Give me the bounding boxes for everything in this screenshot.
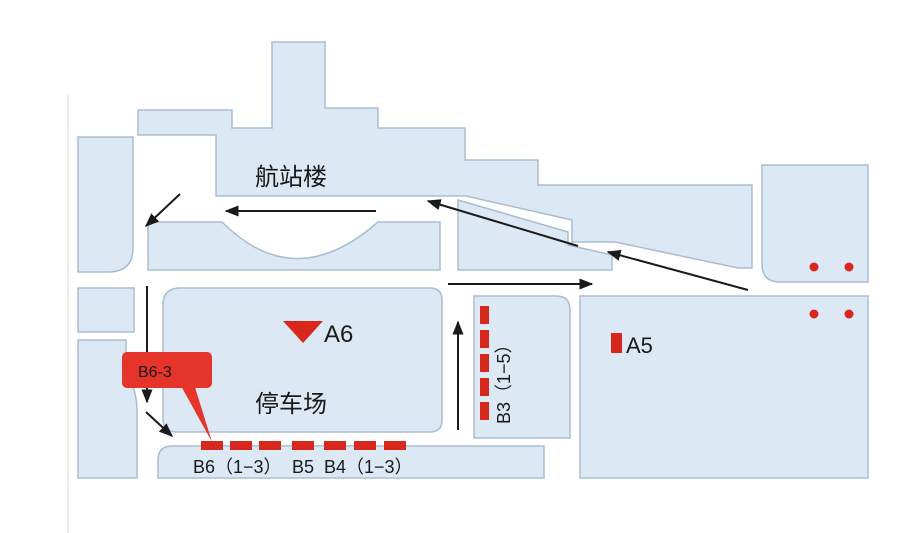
red-bar-icon bbox=[480, 354, 489, 372]
red-bar-icon bbox=[480, 306, 489, 324]
callout-pointer bbox=[180, 384, 212, 442]
left-top-block bbox=[77, 136, 134, 273]
b3-label: B3（1−5） bbox=[494, 335, 514, 424]
b5-label: B5 bbox=[292, 457, 314, 477]
red-dot-icon bbox=[809, 309, 819, 319]
arrow-top-left-diagonal bbox=[144, 193, 181, 227]
red-bar-icon bbox=[324, 441, 346, 450]
b6-3-callout: B6-3 bbox=[122, 352, 212, 442]
plaza-block bbox=[147, 221, 441, 271]
callout-box bbox=[122, 352, 212, 388]
b3-strip-block bbox=[473, 295, 571, 439]
left-middle-block bbox=[77, 287, 135, 333]
b3-stop-bars bbox=[480, 306, 489, 420]
map-blocks bbox=[77, 41, 869, 479]
red-dot-icon bbox=[844, 309, 854, 319]
bottom-strip-block bbox=[157, 445, 545, 479]
red-rect-icon bbox=[611, 333, 622, 353]
right-top-block bbox=[761, 164, 869, 283]
red-bar-icon bbox=[480, 402, 489, 420]
parking-lot-block bbox=[162, 287, 443, 433]
b6-label: B6（1−3） bbox=[193, 457, 282, 477]
bottom-stop-bars bbox=[201, 441, 406, 450]
callout-label: B6-3 bbox=[138, 364, 172, 381]
b4-label: B4（1−3） bbox=[324, 457, 413, 477]
terminal-building bbox=[137, 41, 753, 269]
red-dot-icon bbox=[844, 262, 854, 272]
red-bar-icon bbox=[384, 441, 406, 450]
a6-label: A6 bbox=[324, 321, 353, 348]
parking-label: 停车场 bbox=[255, 390, 327, 418]
arrow-from-right-road bbox=[606, 249, 749, 291]
arrow-diagonal-to-terminal bbox=[426, 199, 579, 247]
dot-markers bbox=[809, 262, 854, 319]
red-bar-icon bbox=[354, 441, 376, 450]
red-bar-icon bbox=[292, 441, 314, 450]
red-bar-icon bbox=[259, 441, 281, 450]
red-bar-icon bbox=[201, 441, 223, 450]
red-bar-icon bbox=[230, 441, 252, 450]
arrow-bottom-left-diagonal bbox=[145, 411, 174, 437]
terminal-label: 航站楼 bbox=[255, 163, 327, 191]
right-large-block bbox=[579, 295, 869, 479]
a5-label: A5 bbox=[626, 333, 653, 358]
red-triangle-down-icon bbox=[283, 321, 323, 343]
red-bar-icon bbox=[480, 378, 489, 396]
red-dot-icon bbox=[809, 262, 819, 272]
red-bar-icon bbox=[480, 330, 489, 348]
